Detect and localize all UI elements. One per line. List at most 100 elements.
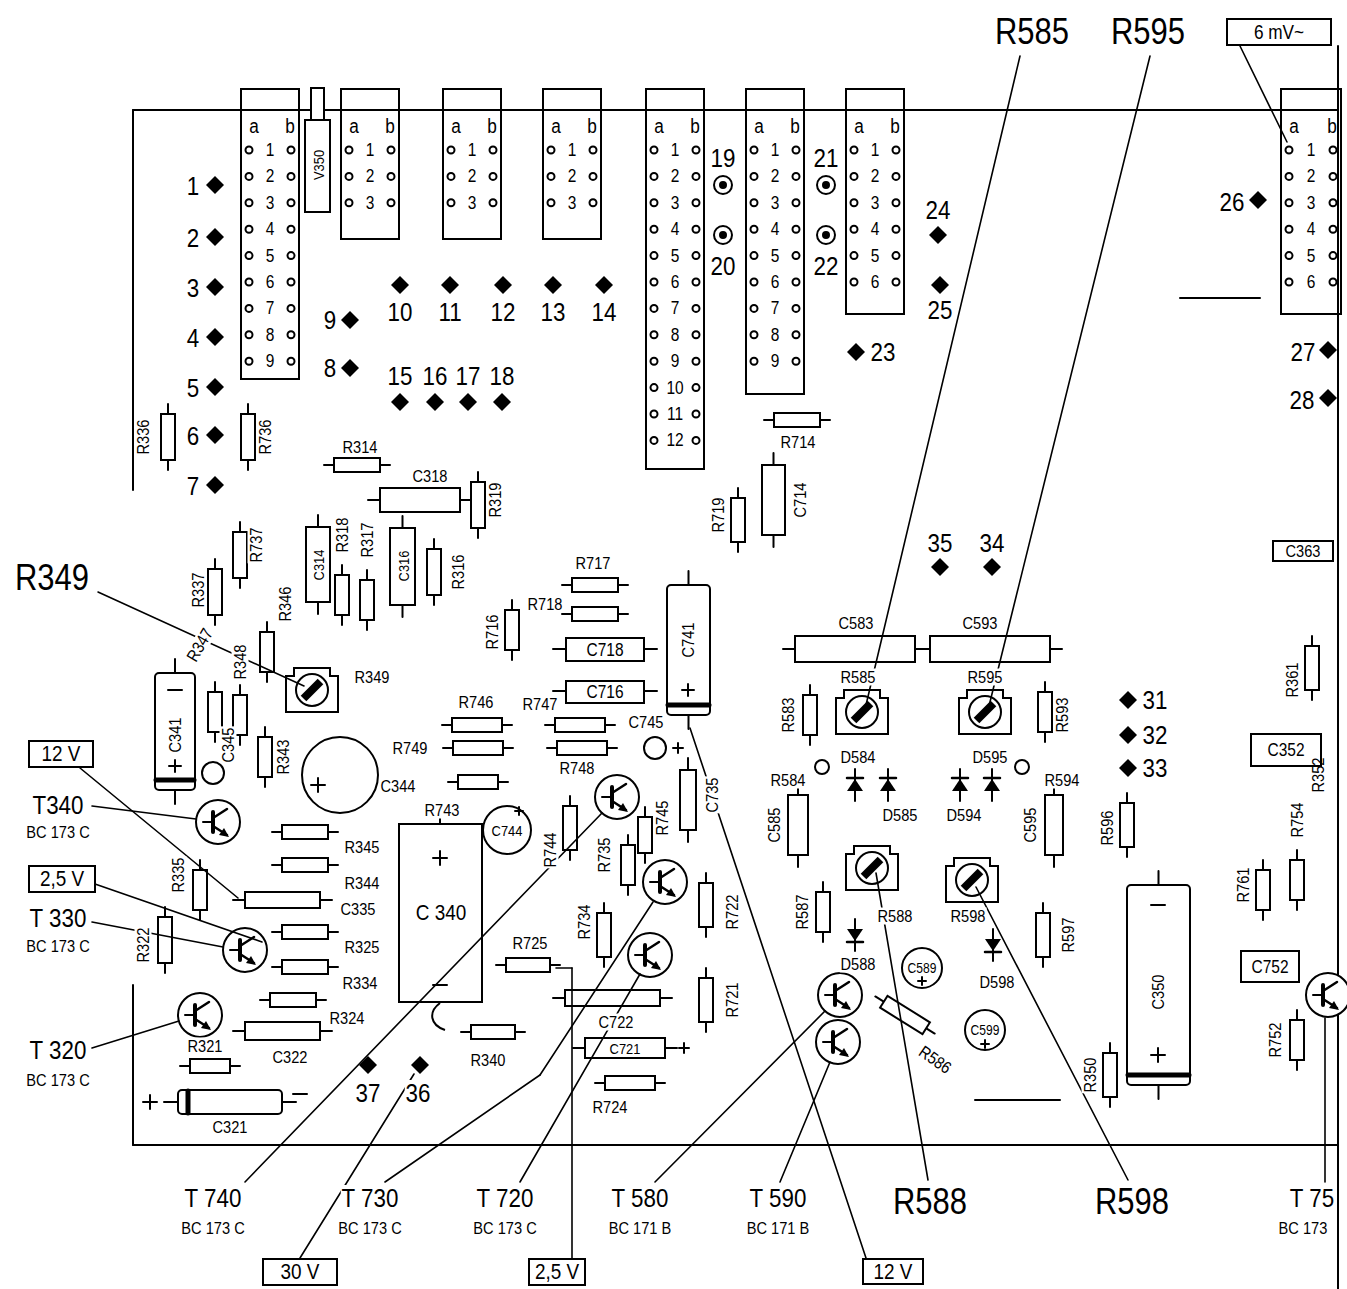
capacitor-symbol — [1045, 795, 1063, 855]
pin-hole — [751, 358, 758, 365]
trimmer-potentiometer — [846, 846, 898, 890]
leader-line — [385, 1075, 540, 1182]
callout-diamond — [359, 1056, 377, 1074]
test-terminal — [823, 182, 829, 188]
pin-hole — [651, 437, 658, 444]
transistor-symbol — [213, 809, 227, 818]
resistor-label: R724 — [592, 1099, 629, 1116]
pin-number: 5 — [870, 247, 880, 265]
capacitor-label: C585 — [766, 807, 783, 844]
trimmer-slot — [301, 679, 324, 702]
boxed-label: 30 V — [262, 1258, 338, 1286]
transistor-symbol — [1306, 973, 1347, 1017]
test-terminal — [714, 176, 732, 194]
box-text: 2,5 V — [39, 868, 85, 890]
resistor-symbol — [458, 775, 498, 789]
transistor-symbol — [651, 961, 661, 970]
pin-hole — [693, 358, 700, 365]
pin-hole — [793, 199, 800, 206]
transistor-symbol — [246, 956, 256, 965]
pin-number: 7 — [770, 299, 780, 317]
part-label: V350 — [311, 149, 326, 181]
callout-diamond — [983, 558, 1001, 576]
callout-diamond — [1319, 389, 1337, 407]
pin-hole — [793, 252, 800, 259]
boxed-label: 2,5 V — [28, 865, 96, 893]
resistor-label: R321 — [187, 1038, 224, 1055]
capacitor-label: C316 — [396, 550, 411, 583]
resistor-label: R718 — [527, 596, 564, 613]
trimmer-potentiometer — [846, 696, 878, 728]
resistor-label: R725 — [512, 935, 549, 952]
pin-hole — [1330, 173, 1337, 180]
diode-label: D595 — [972, 749, 1009, 766]
connector-block: ab123456789101112 — [645, 88, 705, 470]
pin-hole — [1286, 279, 1293, 286]
polarity-mark — [317, 778, 319, 792]
trimmer-potentiometer — [836, 690, 888, 734]
transistor-label: T 590 — [749, 1185, 807, 1211]
pin-number: 4 — [670, 220, 680, 238]
pin-column: b — [889, 116, 900, 136]
polarity-mark — [518, 807, 520, 815]
resistor-symbol — [621, 845, 635, 885]
polarity-mark — [168, 689, 182, 691]
diode-symbol — [984, 779, 1000, 791]
leader-line — [520, 974, 640, 1182]
resistor-symbol — [880, 996, 930, 1034]
resistor-symbol — [1290, 860, 1304, 900]
callout-diamond — [206, 278, 224, 296]
callout-diamond — [441, 276, 459, 294]
resistor-label: R587 — [794, 894, 811, 931]
pin-hole — [1286, 199, 1293, 206]
callout-diamond — [206, 476, 224, 494]
resistor-symbol — [555, 718, 605, 732]
boxed-label: C752 — [1240, 950, 1300, 983]
boxed-label: 2,5 V — [528, 1258, 586, 1286]
capacitor-symbol — [202, 762, 224, 784]
capacitor-label: C722 — [598, 1014, 635, 1031]
leader-line — [92, 922, 223, 947]
transistor-symbol — [643, 945, 647, 965]
pin-number: 8 — [670, 326, 680, 344]
pin-hole — [651, 305, 658, 312]
resistor-label: R735 — [596, 837, 613, 874]
transistor-symbol — [223, 928, 267, 972]
pin-number: 5 — [770, 247, 780, 265]
pin-hole — [288, 147, 295, 154]
pin-column: a — [1289, 116, 1300, 136]
capacitor-symbol — [762, 465, 785, 535]
callout-number: 18 — [489, 363, 516, 389]
resistor-label: R316 — [450, 554, 467, 591]
resistor-symbol — [774, 413, 820, 427]
transistor-symbol — [833, 985, 837, 1005]
callout-diamond — [931, 276, 949, 294]
resistor-symbol — [190, 1059, 230, 1073]
callout-number: 35 — [927, 530, 954, 556]
resistor-symbol — [453, 741, 503, 755]
pin-column: b — [586, 116, 597, 136]
callout-number: 34 — [979, 530, 1006, 556]
pin-hole — [548, 199, 555, 206]
resistor-label: R752 — [1267, 1022, 1284, 1059]
box-text: 2,5 V — [534, 1261, 580, 1283]
pin-column: a — [348, 116, 359, 136]
capacitor-symbol — [902, 948, 942, 988]
callout-diamond — [206, 328, 224, 346]
pin-hole — [851, 173, 858, 180]
callout-diamond — [1119, 691, 1137, 709]
resistor-label: R761 — [1235, 867, 1252, 904]
callout-diamond — [206, 228, 224, 246]
capacitor-label: C744 — [491, 823, 524, 838]
resistor-label: R716 — [484, 614, 501, 651]
callout-number: 1 — [186, 173, 200, 199]
leader-line — [92, 806, 196, 819]
connector-block: ab123456 — [1280, 88, 1342, 315]
transistor-label: T 730 — [341, 1185, 399, 1211]
pin-number: 6 — [770, 273, 780, 291]
resistor-label: R349 — [354, 669, 391, 686]
box-text: C752 — [1251, 958, 1290, 976]
callout-number: 31 — [1142, 687, 1169, 713]
pin-hole — [793, 305, 800, 312]
